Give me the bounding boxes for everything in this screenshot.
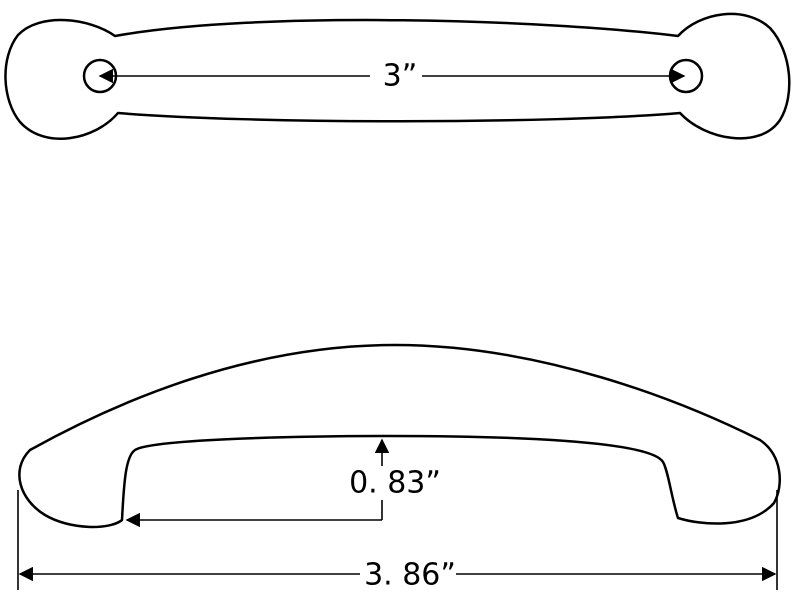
overall-length-label: 3. 86” <box>364 558 456 593</box>
top-view-handle-outline <box>4 12 791 140</box>
side-view: 0. 83” 3. 86” <box>17 343 781 593</box>
height-label: 0. 83” <box>349 466 441 501</box>
height-label-background <box>345 466 439 500</box>
hole-spacing-label: 3” <box>383 59 418 94</box>
side-view-handle-outline <box>18 343 781 529</box>
top-view: 3” <box>4 12 791 140</box>
